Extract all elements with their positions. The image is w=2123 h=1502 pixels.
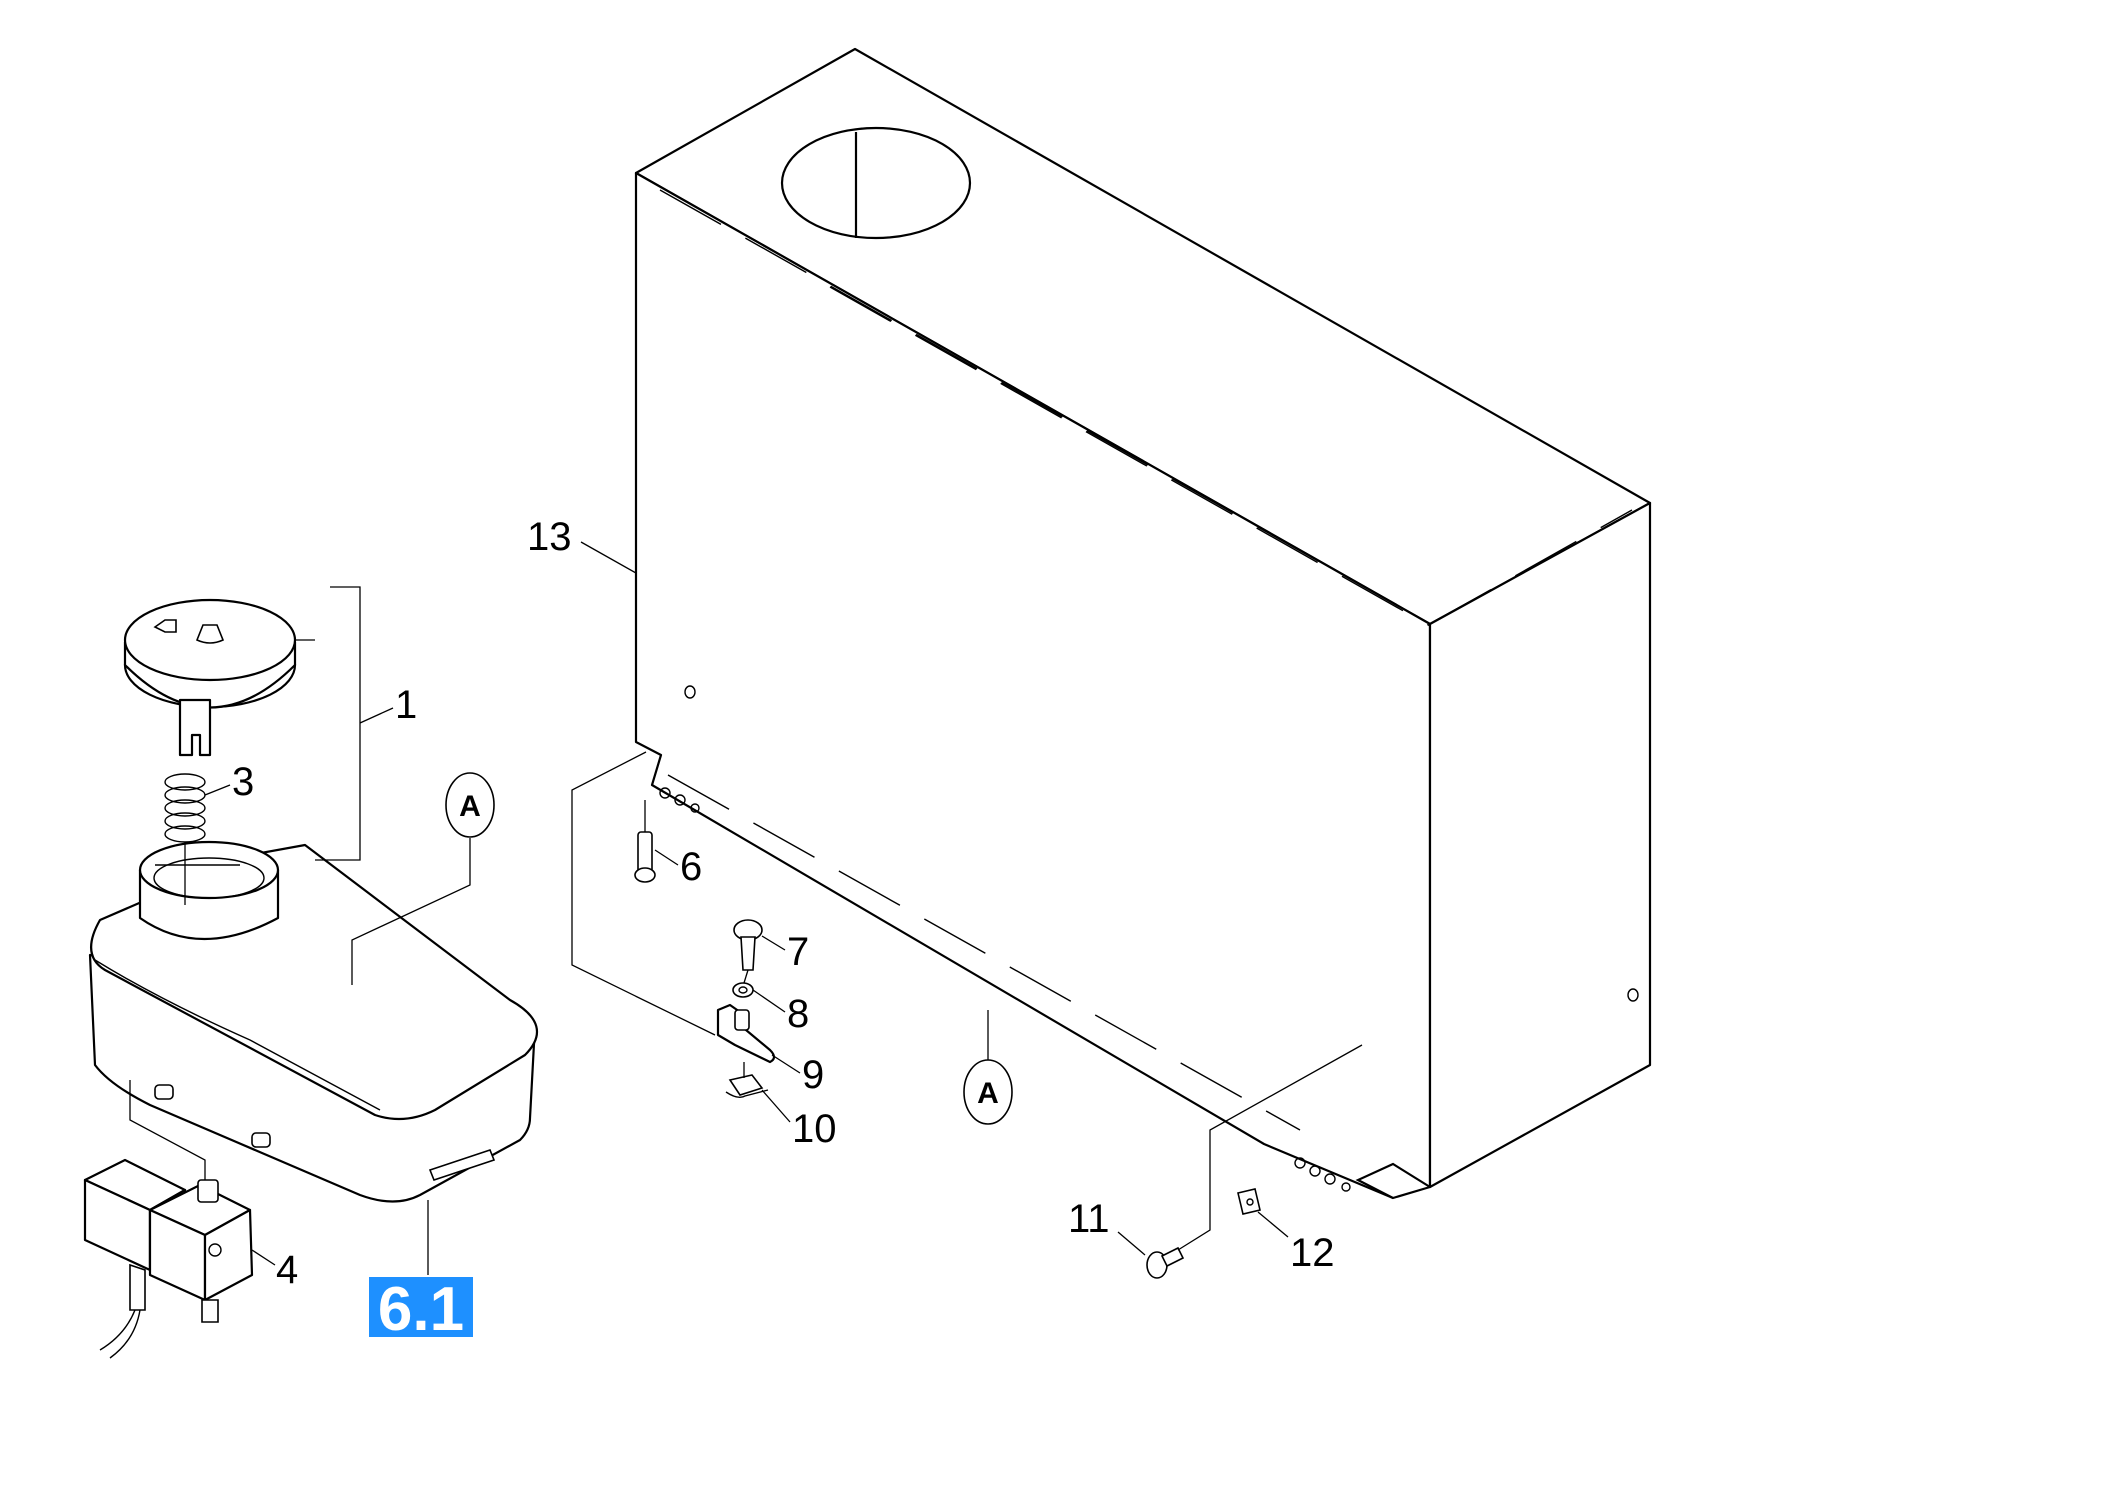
- reference-marker-a-2: A: [963, 1059, 1013, 1125]
- washer-part-8: [732, 982, 754, 998]
- callout-labels: 1 3 4 6 7 8 9 10 11 12 13: [232, 515, 1335, 1292]
- assembly-lines: [129, 586, 1363, 1275]
- screw-part-11: [1146, 1246, 1185, 1279]
- callout-6: 6: [680, 845, 702, 889]
- callout-1: 1: [395, 683, 417, 727]
- bolt-part-6: [634, 831, 656, 883]
- callout-7: 7: [787, 930, 809, 974]
- callout-10: 10: [792, 1107, 837, 1151]
- bracket-part-9: [716, 1003, 776, 1064]
- solenoid-valve-part-4: [83, 1158, 254, 1359]
- callout-9: 9: [802, 1053, 824, 1097]
- callout-11: 11: [1068, 1197, 1110, 1241]
- tank-part-13: [634, 47, 1652, 1200]
- callout-12: 12: [1290, 1231, 1335, 1275]
- svg-text:A: A: [977, 1077, 999, 1110]
- callout-3: 3: [232, 760, 254, 804]
- float-cap-part-1: [123, 598, 297, 757]
- callout-leaders: [204, 541, 1289, 1266]
- spring-part-3: [164, 773, 206, 843]
- clip-nut-part-12: [1237, 1188, 1261, 1215]
- screw-part-7: [733, 919, 763, 971]
- svg-text:A: A: [459, 790, 481, 823]
- section-badge[interactable]: 6.1: [369, 1275, 473, 1344]
- callout-8: 8: [787, 992, 809, 1036]
- reference-marker-a-1: A: [445, 772, 495, 838]
- callout-13: 13: [527, 515, 572, 559]
- clip-nut-part-10: [725, 1074, 769, 1099]
- svg-text:6.1: 6.1: [378, 1275, 464, 1344]
- callout-4: 4: [276, 1248, 298, 1292]
- reservoir-assembly-6-1: [88, 840, 539, 1203]
